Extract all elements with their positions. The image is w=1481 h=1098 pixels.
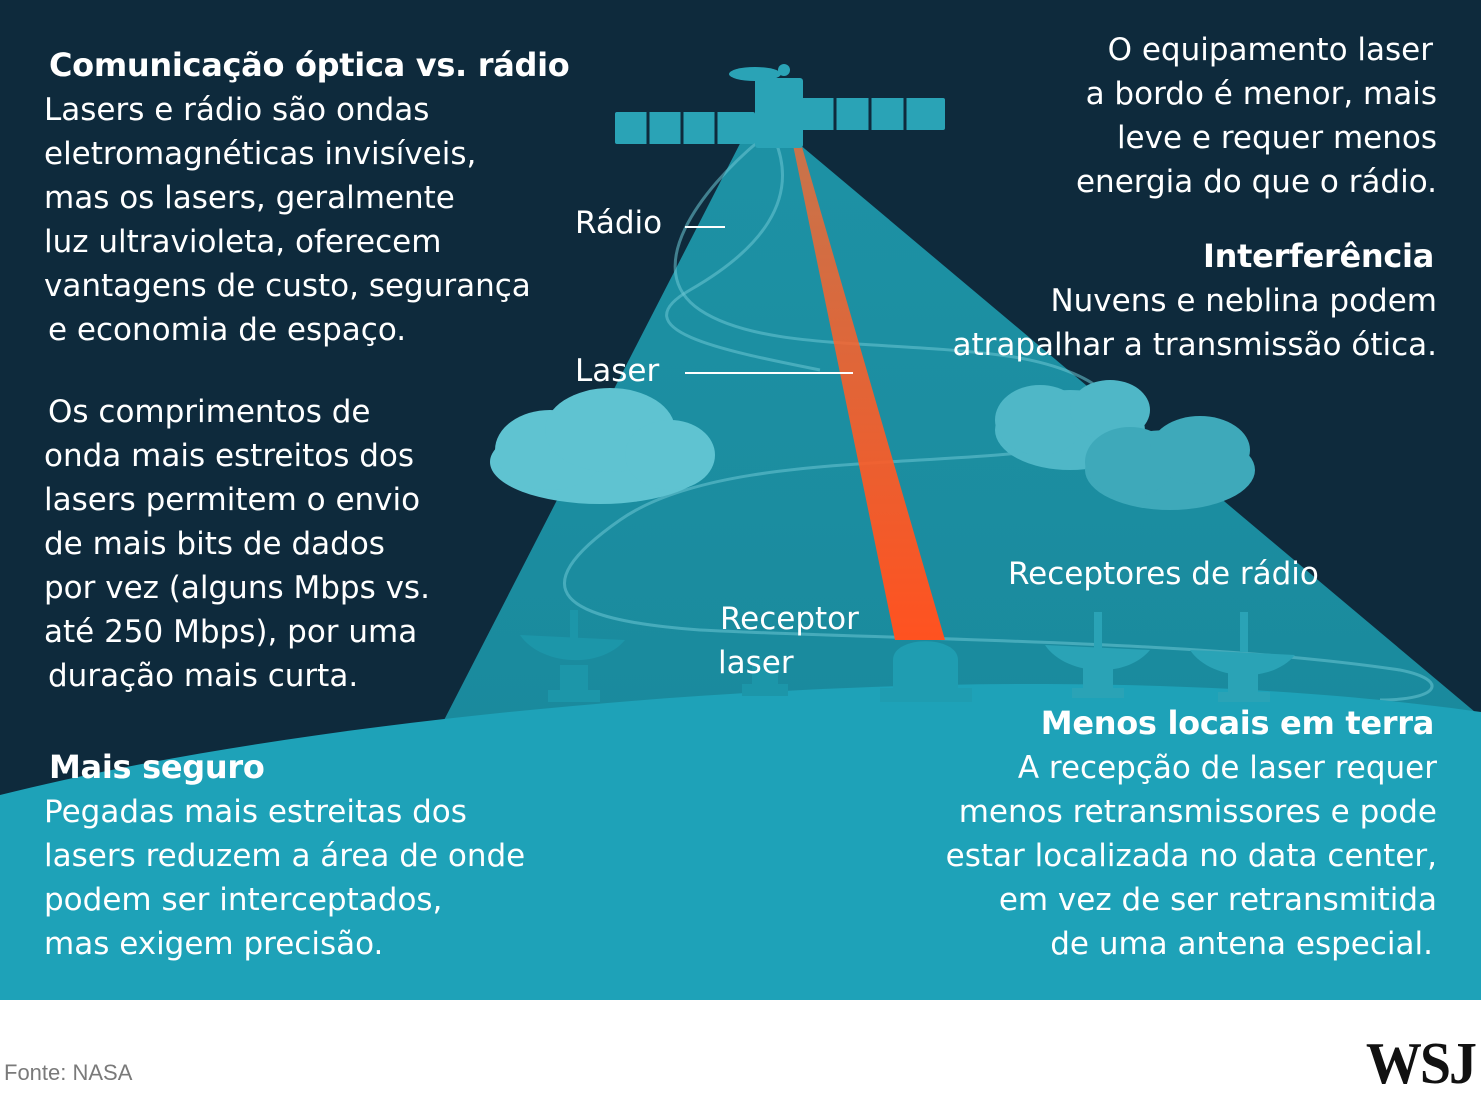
label-laser: Laser (575, 353, 660, 389)
wsj-logo: WSJ (1365, 1031, 1477, 1097)
heading-fewer-ground-sites: Menos locais em terra (1040, 704, 1435, 742)
text-line: energia do que o rádio. (1075, 164, 1437, 200)
radio-dish-icon (1190, 612, 1295, 702)
label-laser-receiver: Receptor laser (718, 599, 859, 683)
text-line: Lasers e rádio são ondas (44, 92, 430, 128)
text-line: de uma antena especial. (1050, 926, 1433, 962)
text-line: por vez (alguns Mbps vs. (44, 570, 430, 606)
text-line: estar localizada no data center, (945, 838, 1437, 874)
leader-line-laser (685, 372, 853, 374)
text-line: em vez de ser retransmitida (998, 882, 1437, 918)
text-line: mas os lasers, geralmente (44, 180, 455, 216)
text-line: de mais bits de dados (44, 526, 385, 562)
radio-dish-icon (742, 660, 788, 696)
illustration (0, 0, 1481, 1000)
heading-more-secure: Mais seguro (49, 748, 265, 786)
radio-beam-cone (440, 128, 1475, 728)
text-line: até 250 Mbps), por uma (44, 614, 418, 650)
text-line: onda mais estreitos dos (44, 438, 415, 474)
text-line: mas exigem precisão. (44, 926, 384, 962)
text-line: Pegadas mais estreitas dos (44, 794, 467, 830)
radio-dish-icon (1045, 612, 1150, 698)
text-line: Os comprimentos de (48, 394, 371, 430)
heading-optical-vs-radio: Comunicação óptica vs. rádio (49, 46, 570, 84)
radio-wave-lines (563, 138, 1434, 702)
label-line: laser (718, 645, 794, 681)
text-more-secure: Pegadas mais estreitas dos lasers reduze… (44, 790, 525, 966)
label-line: Receptor (720, 601, 859, 637)
label-radio-receivers: Receptores de rádio (1008, 556, 1319, 592)
text-line: podem ser interceptados, (44, 882, 443, 918)
laser-beam (792, 140, 945, 640)
observatory-icon (880, 641, 972, 702)
text-onboard-equipment: O equipamento laser a bordo é menor, mai… (1076, 28, 1437, 204)
text-line: luz ultravioleta, oferecem (44, 224, 442, 260)
text-line: A recepção de laser requer (1017, 750, 1437, 786)
text-line: a bordo é menor, mais (1085, 76, 1437, 112)
text-interference: Nuvens e neblina podem atrapalhar a tran… (952, 279, 1437, 367)
text-line: leve e requer menos (1116, 120, 1437, 156)
satellite-icon (615, 64, 945, 148)
infographic: Comunicação óptica vs. rádio Lasers e rá… (0, 0, 1481, 1000)
text-line: vantagens de custo, segurança (44, 268, 531, 304)
text-fewer-ground-sites: A recepção de laser requer menos retrans… (946, 746, 1437, 966)
source-note: Fonte: NASA (4, 1060, 133, 1085)
label-radio: Rádio (575, 205, 663, 241)
text-optical-vs-radio: Lasers e rádio são ondas eletromagnética… (44, 88, 531, 352)
ground (0, 684, 1481, 1000)
radio-dish-icon (520, 610, 625, 702)
text-line: lasers permitem o envio (44, 482, 421, 518)
text-line: lasers reduzem a área de onde (44, 838, 526, 874)
text-line: menos retransmissores e pode (958, 794, 1437, 830)
text-line: e economia de espaço. (48, 312, 407, 348)
leader-line-radio (685, 226, 725, 228)
text-line: atrapalhar a transmissão ótica. (952, 327, 1437, 363)
text-line: eletromagnéticas invisíveis, (44, 136, 477, 172)
text-line: duração mais curta. (48, 658, 359, 694)
cloud-icon (490, 388, 715, 504)
text-wavelengths: Os comprimentos de onda mais estreitos d… (44, 390, 430, 698)
text-line: O equipamento laser (1107, 32, 1433, 68)
heading-interference: Interferência (1203, 237, 1434, 275)
cloud-icon (1085, 416, 1255, 510)
text-line: Nuvens e neblina podem (1050, 283, 1437, 319)
